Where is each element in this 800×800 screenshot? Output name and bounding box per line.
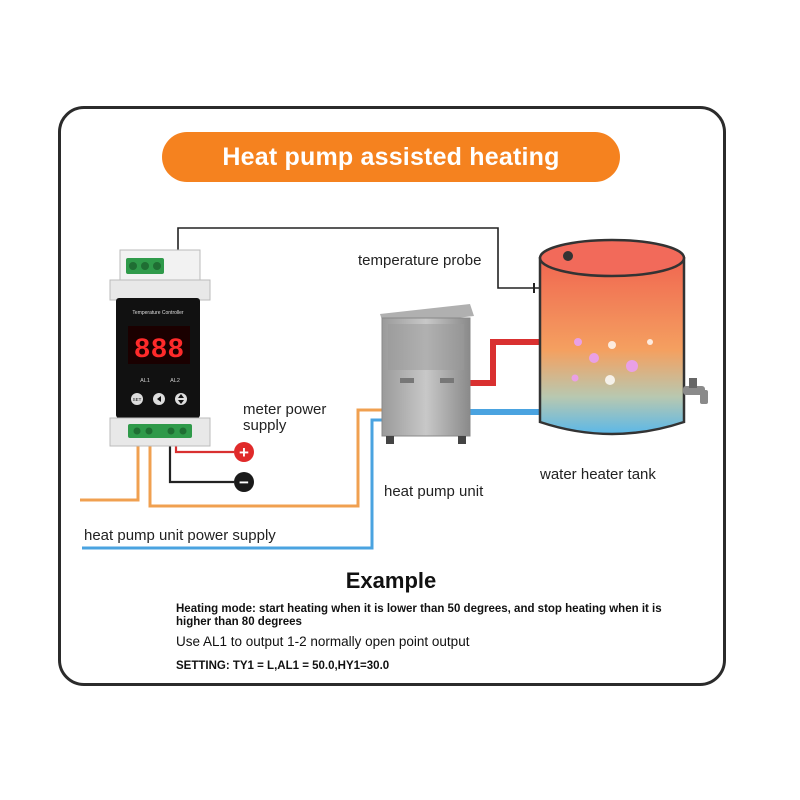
al1-label: AL1 <box>140 378 150 384</box>
heat-pump-unit <box>380 304 474 444</box>
example-title: Example <box>345 568 437 593</box>
minus-terminal-label: − <box>239 473 249 492</box>
example-heating-mode: Heating mode: start heating when it is l… <box>176 603 662 628</box>
red-pipe <box>470 339 542 386</box>
banner-title: Heat pump assisted heating <box>162 132 620 182</box>
orange-wire-2 <box>148 408 388 508</box>
updown-button[interactable] <box>175 393 187 405</box>
controller-display: 888 <box>134 335 184 366</box>
probe-wire <box>177 227 540 289</box>
temperature-controller: Temperature Controller 888 AL1 AL2 SET <box>109 249 211 447</box>
meter-power-supply-label: meter power supply <box>243 401 327 434</box>
left-arrow-icon <box>157 396 161 402</box>
set-button[interactable] <box>131 393 143 405</box>
plus-terminal-label: + <box>239 443 249 462</box>
heat-pump-unit-label: heat pump unit <box>384 483 484 500</box>
example-al1-output: Use AL1 to output 1-2 normally open poin… <box>176 634 470 649</box>
heat-pump-unit-power-supply-label: heat pump unit power supply <box>84 527 276 544</box>
minus-terminal <box>234 472 254 492</box>
al2-label: AL2 <box>170 378 180 384</box>
controller-title: Temperature Controller <box>132 310 183 316</box>
plus-terminal <box>234 442 254 462</box>
water-heater-tank-label: water heater tank <box>540 466 656 483</box>
faucet-icon <box>683 378 708 404</box>
example-setting: SETTING: TY1 = L,AL1 = 50.0,HY1=30.0 <box>176 660 390 672</box>
set-button-label: SET <box>133 397 142 402</box>
orange-wire-1 <box>80 432 140 502</box>
water-heater-tank <box>538 238 686 436</box>
black-wire <box>168 432 234 484</box>
blue-power-wire <box>82 418 388 550</box>
temperature-probe-label: temperature probe <box>358 252 482 269</box>
up-down-arrow-icon <box>178 394 184 404</box>
